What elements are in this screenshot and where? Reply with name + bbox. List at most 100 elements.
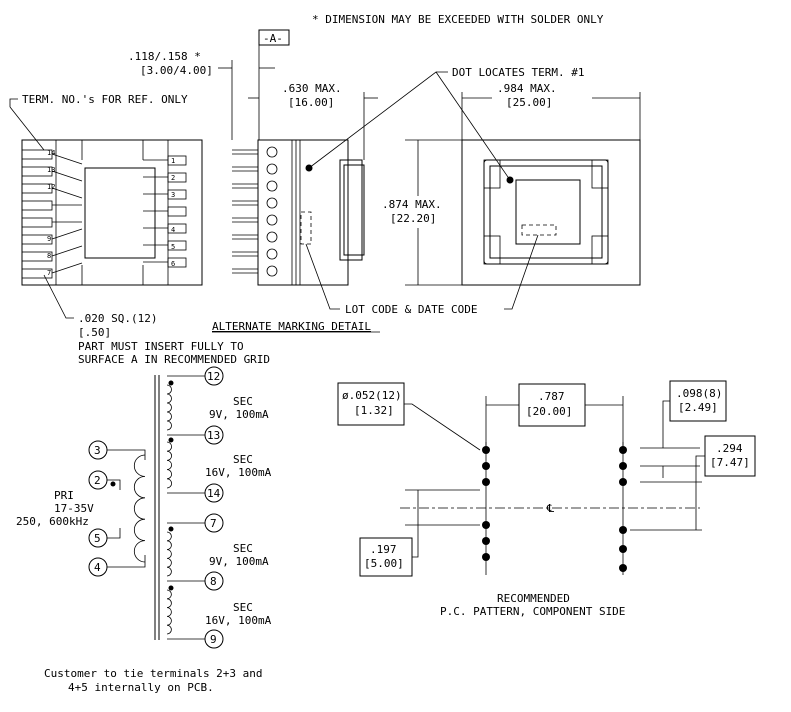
term-label-13: 13	[47, 166, 55, 174]
pin-length-dim: .118/.158 *	[128, 50, 201, 63]
term-label-3: 3	[171, 191, 175, 199]
pin-circle-13: 13	[207, 429, 220, 442]
side-pin	[266, 146, 278, 158]
pin-pad	[21, 149, 53, 160]
pin-pad	[167, 172, 187, 183]
sec4-label: SEC	[233, 601, 253, 614]
hole-dia-dim-metric: [1.32]	[354, 404, 394, 417]
pcb-caption-2: P.C. PATTERN, COMPONENT SIDE	[440, 605, 625, 618]
offset-right-dim-metric: [7.47]	[710, 456, 750, 469]
side-view	[232, 139, 365, 286]
term-ref-note: TERM. NO.'s FOR REF. ONLY	[22, 93, 188, 106]
side-pin	[266, 248, 278, 260]
pin-pad	[167, 223, 187, 234]
sec1-rating: 9V, 100mA	[209, 408, 269, 421]
bottom-view-core	[84, 167, 156, 259]
sec2-rating: 16V, 100mA	[205, 466, 272, 479]
insert-note-2: SURFACE A IN RECOMMENDED GRID	[78, 353, 270, 366]
datum-a: -A-	[263, 32, 283, 45]
polarity-dot	[168, 380, 174, 386]
pin-length-dim-metric: [3.00/4.00]	[140, 64, 213, 77]
side-pin	[266, 163, 278, 175]
pin-circle-12: 12	[207, 370, 220, 383]
pin-circle-7: 7	[210, 517, 217, 530]
side-pin	[266, 180, 278, 192]
pin-pad	[167, 189, 187, 200]
coil-winding	[166, 441, 172, 489]
depth-dim: .630 MAX.	[282, 82, 342, 95]
side-pin	[266, 197, 278, 209]
term-label-5: 5	[171, 243, 175, 251]
height-dim: .874 MAX.	[382, 198, 442, 211]
pin-circle-2: 2	[94, 474, 101, 487]
customer-note-1: Customer to tie terminals 2+3 and	[44, 667, 263, 680]
width-dim: .984 MAX.	[497, 82, 557, 95]
term-label-6: 6	[171, 260, 175, 268]
pin-circle-4: 4	[94, 561, 101, 574]
offset-right-dim: .294	[716, 442, 743, 455]
insert-note-1: PART MUST INSERT FULLY TO	[78, 340, 244, 353]
pcb-pattern: ℄	[400, 442, 700, 575]
pin-size-dim: .020 SQ.(12)	[78, 312, 157, 325]
term-label-8: 8	[47, 252, 51, 260]
alt-marking-title: ALTERNATE MARKING DETAIL	[212, 320, 371, 333]
pri-voltage: 17-35V	[54, 502, 94, 515]
lot-code-note: LOT CODE & DATE CODE	[345, 303, 477, 316]
offset-left-dim: .197	[370, 543, 397, 556]
coil-winding	[166, 384, 172, 431]
pin-pad	[21, 200, 53, 211]
pin-circle-8: 8	[210, 575, 217, 588]
term-label-12: 12	[47, 183, 55, 191]
term-label-9: 9	[47, 235, 51, 243]
pin-circle-3: 3	[94, 444, 101, 457]
pin-size-dim-metric: [.50]	[78, 326, 111, 339]
centerline-symbol: ℄	[546, 502, 554, 515]
row-spacing-dim: .787	[538, 390, 565, 403]
coil-winding	[166, 531, 172, 577]
term-label-4: 4	[171, 226, 175, 234]
pin-pad	[21, 268, 53, 279]
term-label-1: 1	[171, 157, 175, 165]
side-pin	[266, 265, 278, 277]
polarity-dot	[110, 481, 116, 487]
polarity-dot	[168, 585, 174, 591]
pin-pad	[21, 251, 53, 262]
pin-pad	[167, 257, 187, 268]
pin-pad	[21, 183, 53, 194]
pin-pad	[21, 217, 53, 228]
bottom-view-outline	[21, 139, 203, 286]
coil-winding	[133, 454, 146, 563]
side-pin	[266, 214, 278, 226]
offset-left-dim-metric: [5.00]	[364, 557, 404, 570]
polarity-dot	[168, 526, 174, 532]
sec2-label: SEC	[233, 453, 253, 466]
term-label-2: 2	[171, 174, 175, 182]
sec3-rating: 9V, 100mA	[209, 555, 269, 568]
sec4-rating: 16V, 100mA	[205, 614, 272, 627]
sec3-label: SEC	[233, 542, 253, 555]
term-label-7: 7	[47, 269, 51, 277]
pin-pad	[21, 234, 53, 245]
dot-locates-note: DOT LOCATES TERM. #1	[452, 66, 584, 79]
pin-circle-5: 5	[94, 532, 101, 545]
pin-pad	[21, 166, 53, 177]
hole-dia-dim: ø.052(12)	[342, 389, 402, 402]
top-view	[461, 139, 641, 286]
pcb-caption-1: RECOMMENDED	[497, 592, 570, 605]
pin-pad	[167, 206, 187, 217]
pin-pad	[167, 240, 187, 251]
dimension-note: * DIMENSION MAY BE EXCEEDED WITH SOLDER …	[312, 13, 604, 26]
customer-note-2: 4+5 internally on PCB.	[68, 681, 214, 694]
pitch-dim: .098(8)	[676, 387, 722, 400]
depth-dim-metric: [16.00]	[288, 96, 334, 109]
polarity-dot	[168, 437, 174, 443]
sec1-label: SEC	[233, 395, 253, 408]
side-pin	[266, 231, 278, 243]
pin-circle-14: 14	[207, 487, 221, 500]
schematic	[110, 375, 205, 640]
pitch-dim-metric: [2.49]	[678, 401, 718, 414]
pri-frequency: 250, 600kHz	[16, 515, 89, 528]
bottom-view: 14 13 12 9 8 7 1 2 3 4 5 6	[21, 139, 203, 286]
pin-pad	[167, 155, 187, 166]
